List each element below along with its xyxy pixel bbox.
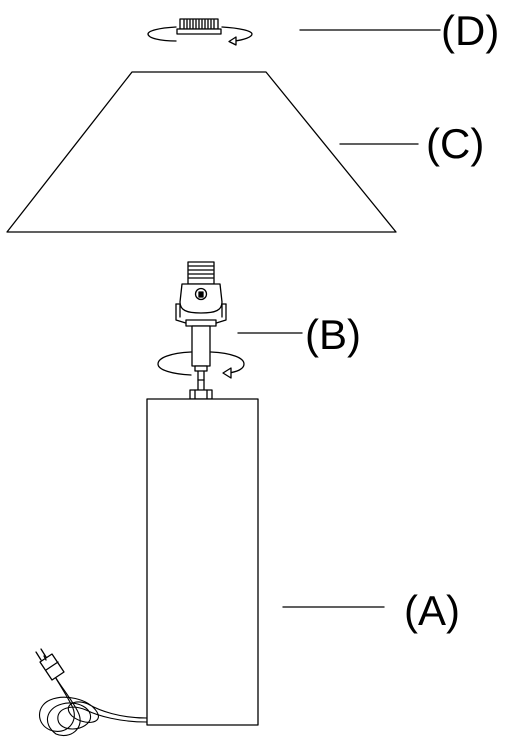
label-a: (A) bbox=[404, 587, 460, 634]
finial bbox=[176, 18, 222, 35]
power-cord-icon bbox=[38, 671, 148, 736]
lamp-shade bbox=[6, 71, 397, 233]
label-b: (B) bbox=[305, 311, 361, 358]
lamp-base bbox=[146, 398, 259, 726]
socket-assembly bbox=[175, 261, 227, 400]
rotate-arrows-icon bbox=[157, 351, 245, 379]
label-d: (D) bbox=[441, 7, 500, 54]
label-c: (C) bbox=[426, 120, 485, 167]
rotate-arrows-icon bbox=[147, 26, 253, 46]
plug-icon bbox=[35, 648, 65, 681]
